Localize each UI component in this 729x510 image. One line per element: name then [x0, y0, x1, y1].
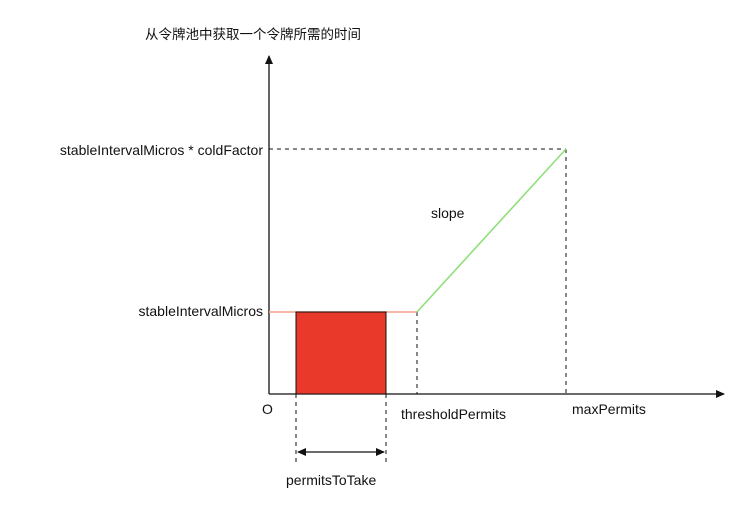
cold-factor-label: stableIntervalMicros * coldFactor: [60, 142, 263, 158]
permits-to-take-block: [295, 311, 387, 395]
threshold-permits-label: thresholdPermits: [401, 406, 506, 422]
stable-interval-label: stableIntervalMicros: [139, 303, 264, 319]
slope-line: [416, 148, 567, 313]
max-permits-label: maxPermits: [572, 401, 646, 417]
diagram-title: 从令牌池中获取一个令牌所需的时间: [145, 26, 361, 43]
origin-label: O: [262, 401, 273, 417]
permits-to-take-label: permitsToTake: [286, 472, 376, 488]
slope-label: slope: [431, 205, 465, 221]
